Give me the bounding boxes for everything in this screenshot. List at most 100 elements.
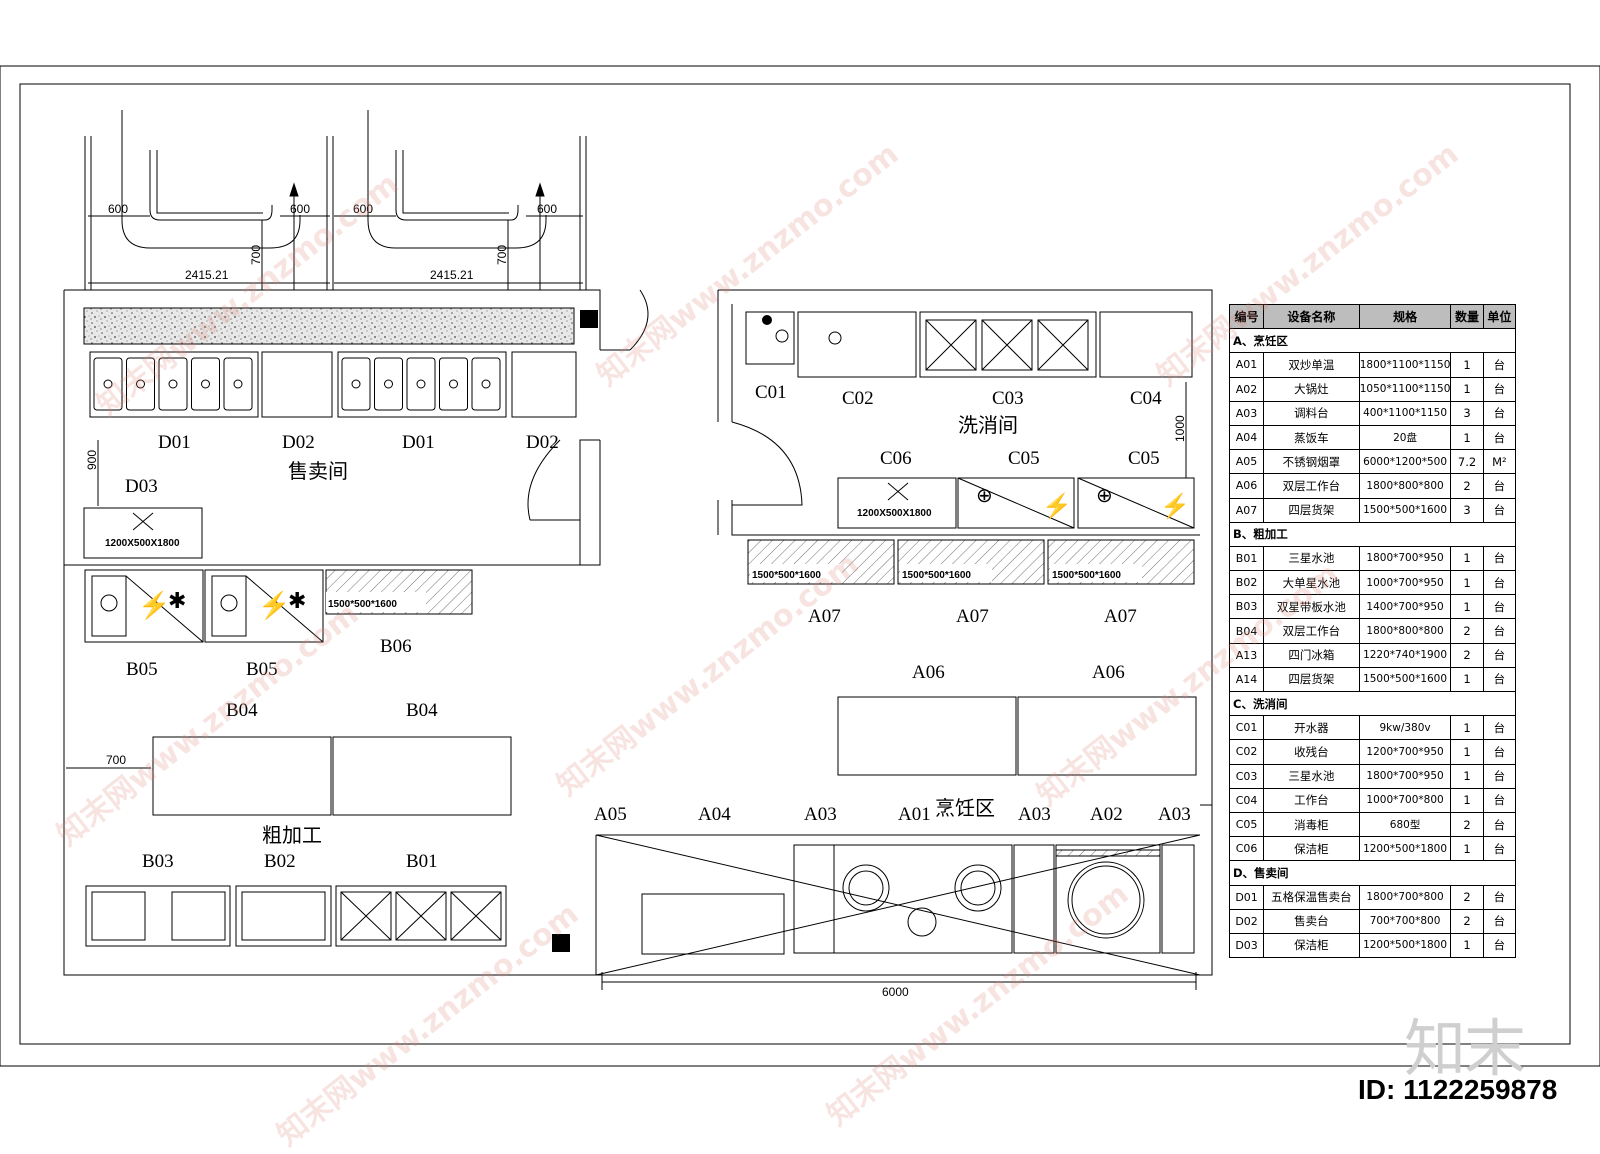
- warmer-knob: [233, 379, 243, 389]
- label-b03: B03: [142, 851, 174, 872]
- warmer-compartment: [158, 357, 188, 411]
- warmer-compartment: [191, 357, 220, 411]
- dim-600-c: 600: [353, 202, 373, 216]
- table-cell: 1: [1450, 570, 1484, 596]
- warmer-knob: [168, 379, 178, 389]
- table-cell: 3: [1450, 400, 1484, 426]
- label-a01: A01: [898, 804, 931, 825]
- label-c05-b: C05: [1128, 448, 1160, 469]
- table-cell: 2: [1450, 908, 1484, 934]
- table-cell: 收残台: [1263, 739, 1360, 765]
- table-cell: 1: [1450, 763, 1484, 789]
- label-a02: A02: [1090, 804, 1123, 825]
- table-cell: 四门冰箱: [1263, 642, 1360, 668]
- table-cell: 1: [1450, 836, 1484, 862]
- dim-1000: 1000: [1173, 415, 1187, 442]
- table-cell: 700*700*800: [1358, 908, 1452, 934]
- table-cell: 三星水池: [1263, 545, 1360, 572]
- schedule-header-cell: 数量: [1450, 303, 1484, 330]
- label-c06: C06: [880, 448, 912, 469]
- table-cell: 1000*700*800: [1358, 787, 1452, 813]
- table-cell: 1800*700*800: [1358, 884, 1452, 910]
- c06-cross: [887, 482, 909, 501]
- spec-b06: 1500*500*1600: [328, 599, 397, 610]
- table-cell: 680型: [1358, 811, 1452, 838]
- table-cell: 9kw/380v: [1358, 715, 1452, 741]
- label-d01-a: D01: [158, 432, 191, 453]
- c05-cabinets: [957, 477, 1195, 529]
- d01-warmers: [89, 351, 577, 418]
- right-walls: [595, 289, 1213, 976]
- label-b04-b: B04: [406, 700, 438, 721]
- warmer-knob: [201, 379, 210, 389]
- table-cell: 台: [1482, 763, 1517, 789]
- label-a06-b: A06: [1092, 662, 1125, 683]
- sheet-border-inner: [19, 83, 1571, 1045]
- table-cell: 台: [1482, 642, 1517, 668]
- table-cell: C01: [1228, 715, 1265, 741]
- table-cell: 台: [1482, 618, 1517, 644]
- table-cell: 2: [1450, 618, 1484, 644]
- schedule-section: B、粗加工: [1229, 521, 1516, 547]
- lightning-icon: ⚡: [1042, 492, 1072, 520]
- table-cell: 蒸饭车: [1263, 424, 1360, 451]
- table-cell: A13: [1228, 642, 1265, 668]
- warmer-knob: [416, 379, 426, 389]
- table-cell: 1050*1100*1150: [1358, 376, 1452, 402]
- table-cell: A05: [1228, 449, 1265, 475]
- table-cell: 工作台: [1263, 787, 1360, 813]
- schedule-header-cell: 规格: [1358, 303, 1452, 330]
- room-cooking: 烹饪区: [935, 796, 995, 820]
- table-cell: B01: [1228, 545, 1265, 572]
- schedule-section-title: B、粗加工: [1229, 521, 1516, 547]
- left-walls: [63, 289, 630, 976]
- b04-table-a: [152, 736, 332, 816]
- room-rough: 粗加工: [262, 823, 322, 847]
- table-cell: 1: [1450, 932, 1484, 959]
- table-cell: 台: [1482, 400, 1517, 426]
- bottom-sinks: [85, 885, 507, 947]
- lightning-icon: ⚡: [138, 590, 170, 621]
- label-c05-a: C05: [1008, 448, 1040, 469]
- table-cell: 1: [1450, 787, 1484, 813]
- table-cell: 2: [1450, 473, 1484, 499]
- table-cell: 保洁柜: [1263, 836, 1360, 862]
- label-d02-b: D02: [526, 432, 559, 453]
- label-a06-a: A06: [912, 662, 945, 683]
- label-b06: B06: [380, 636, 412, 657]
- table-cell: 台: [1482, 884, 1517, 910]
- table-cell: A02: [1228, 376, 1265, 402]
- lightning-icon: ⚡: [1160, 492, 1190, 520]
- table-cell: 双星带板水池: [1263, 594, 1360, 620]
- schedule-section-title: A、烹饪区: [1229, 328, 1516, 354]
- table-cell: 台: [1482, 497, 1517, 523]
- warmer-compartment: [471, 357, 501, 411]
- label-b01: B01: [406, 851, 438, 872]
- table-cell: D03: [1228, 932, 1265, 959]
- warmer-knob: [384, 379, 393, 389]
- d03-cabinet: [83, 507, 203, 559]
- table-cell: C03: [1228, 763, 1265, 789]
- brand-logo: 知末: [1404, 1012, 1526, 1085]
- table-cell: 大单星水池: [1263, 570, 1360, 596]
- label-a03-a: A03: [804, 804, 837, 825]
- table-cell: 1500*500*1600: [1358, 666, 1452, 693]
- door-top: [600, 289, 649, 351]
- table-cell: 1: [1450, 715, 1484, 741]
- schedule-header-cell: 单位: [1482, 303, 1517, 330]
- dim-2415-a: 2415.21: [185, 268, 229, 282]
- dim-700-left: 700: [106, 753, 126, 767]
- dim-600-d: 600: [537, 202, 557, 216]
